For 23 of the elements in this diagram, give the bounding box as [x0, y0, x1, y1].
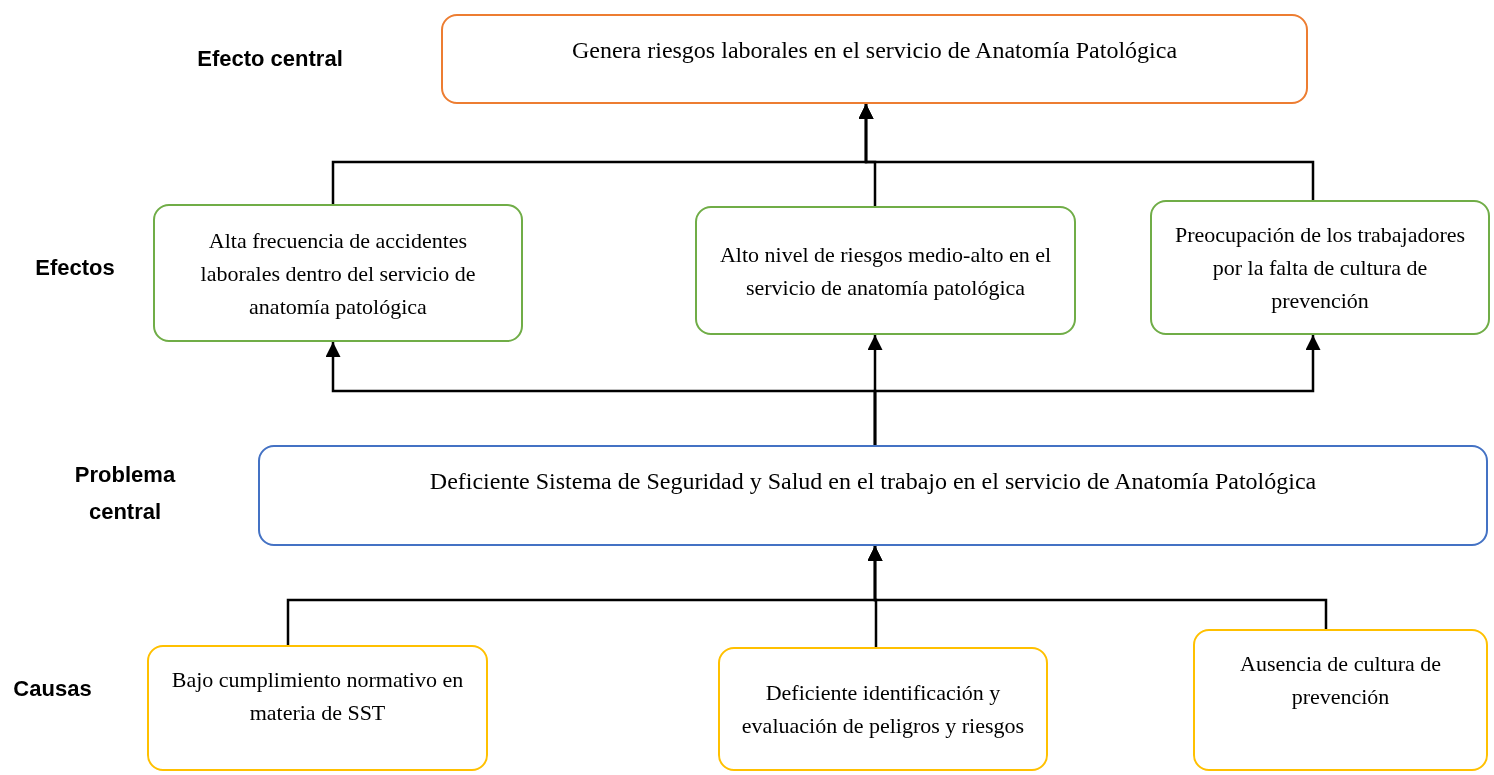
- arrow: [873, 335, 1321, 445]
- level-label: Problema central: [73, 461, 177, 527]
- text-box: [718, 647, 1048, 771]
- box-text: Alta frecuencia de accidentes laborales dentro del servicio de anatomía patológica: [199, 226, 477, 321]
- box-text: Bajo cumplimiento normativo en materia de SST: [170, 666, 465, 727]
- arrow: [858, 104, 1315, 200]
- level-label: Efectos: [34, 254, 116, 282]
- text-box: [153, 204, 523, 342]
- level-label: Causas: [12, 675, 93, 703]
- box-text: Preocupación de los trabajadores por la falta de cultura de prevención: [1173, 221, 1467, 315]
- box-text: Deficiente identificación y evaluación de peligros y riesgos: [740, 679, 1026, 740]
- text-box: [441, 14, 1308, 104]
- text-box: [147, 645, 488, 771]
- level-label: Efecto central: [196, 45, 344, 73]
- text-box: [258, 445, 1488, 546]
- arrow: [867, 546, 1328, 629]
- text-box: [695, 206, 1076, 335]
- box-text: Ausencia de cultura de prevención: [1239, 650, 1442, 711]
- text-box: [1150, 200, 1490, 335]
- box-text: Deficiente Sistema de Seguridad y Salud en el trabajo en el servicio de Anatomía Patológica: [429, 467, 1317, 496]
- box-text: Alto nivel de riesgos medio-alto en el servicio de anatomía patológica: [718, 240, 1053, 302]
- box-text: Genera riesgos laborales en el servicio de Anatomía Patológica: [571, 36, 1178, 65]
- text-box: [1193, 629, 1488, 771]
